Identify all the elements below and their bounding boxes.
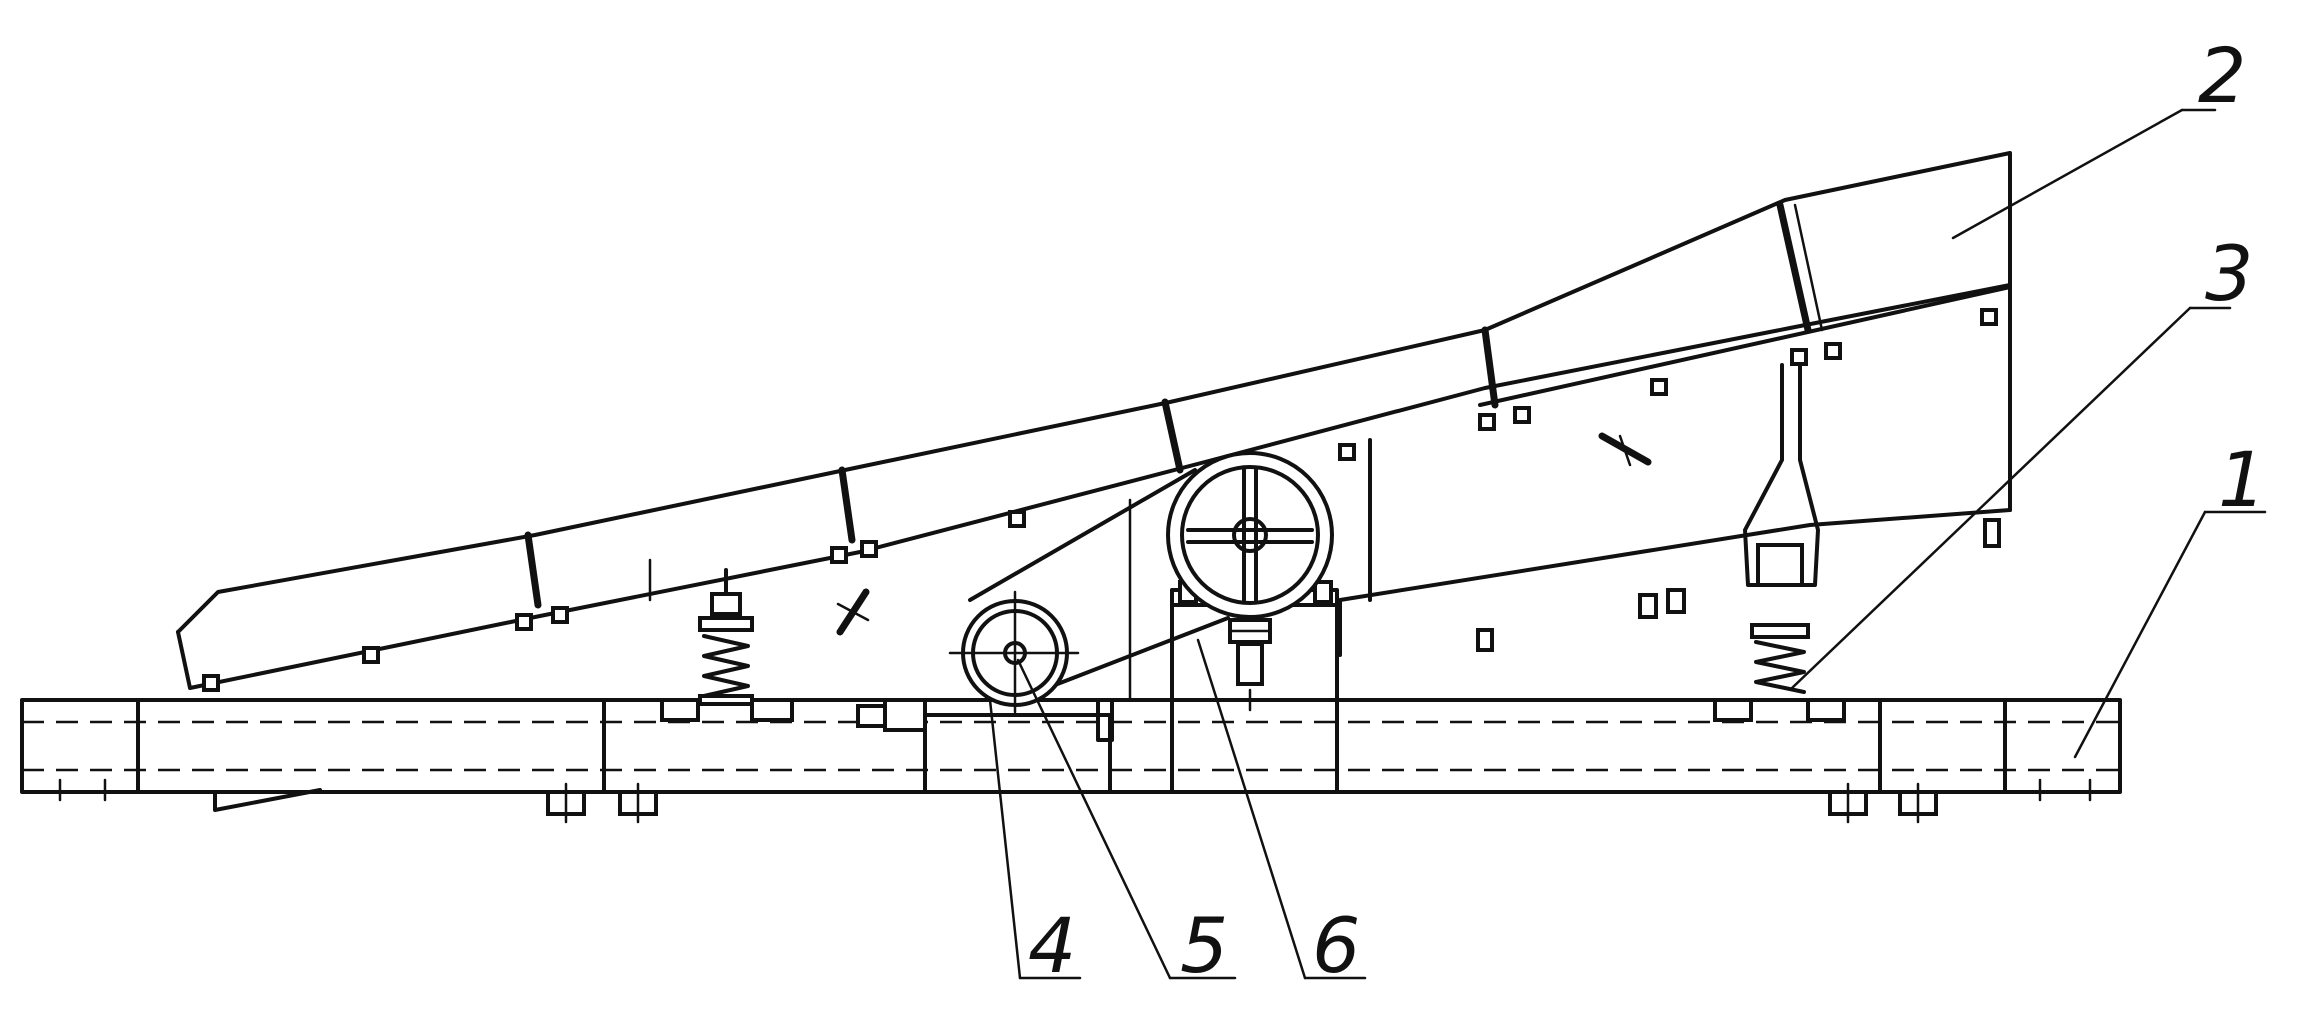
base-frame bbox=[20, 698, 2122, 824]
motor-pulley bbox=[948, 590, 1080, 714]
callout-1: 1 bbox=[2218, 435, 2266, 524]
callout-5: 5 bbox=[1180, 901, 1228, 990]
screen-box bbox=[176, 151, 2012, 702]
vibrator-pulley bbox=[1166, 451, 1334, 619]
vibrator-bearing bbox=[1228, 618, 1272, 712]
drive-belt bbox=[968, 468, 1230, 692]
callout-2: 2 bbox=[2198, 31, 2246, 120]
callout-leaders bbox=[988, 108, 2267, 980]
callout-6: 6 bbox=[1312, 901, 1360, 990]
callout-3: 3 bbox=[2205, 229, 2253, 318]
spring-support-left bbox=[660, 568, 794, 722]
spring-support-right bbox=[1713, 363, 1846, 722]
callout-4: 4 bbox=[1028, 901, 1076, 990]
